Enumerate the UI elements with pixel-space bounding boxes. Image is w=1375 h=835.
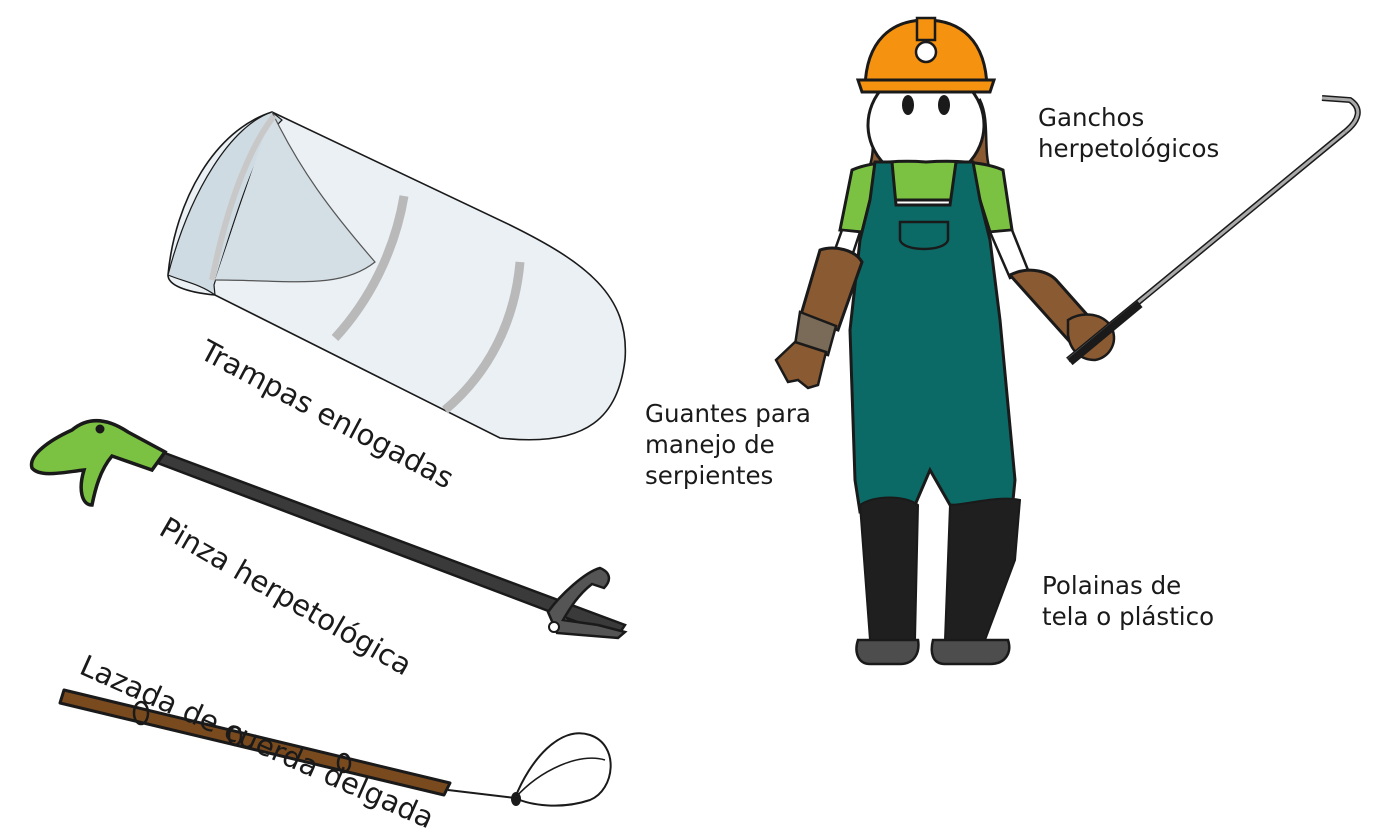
researcher-figure-icon (832, 18, 1028, 664)
label-gaiters: Polainas de tela o plástico (1042, 570, 1214, 632)
label-hooks: Ganchos herpetológicos (1038, 102, 1219, 164)
label-gloves: Guantes para manejo de serpientes (645, 398, 811, 491)
funnel-trap-icon (168, 112, 625, 440)
